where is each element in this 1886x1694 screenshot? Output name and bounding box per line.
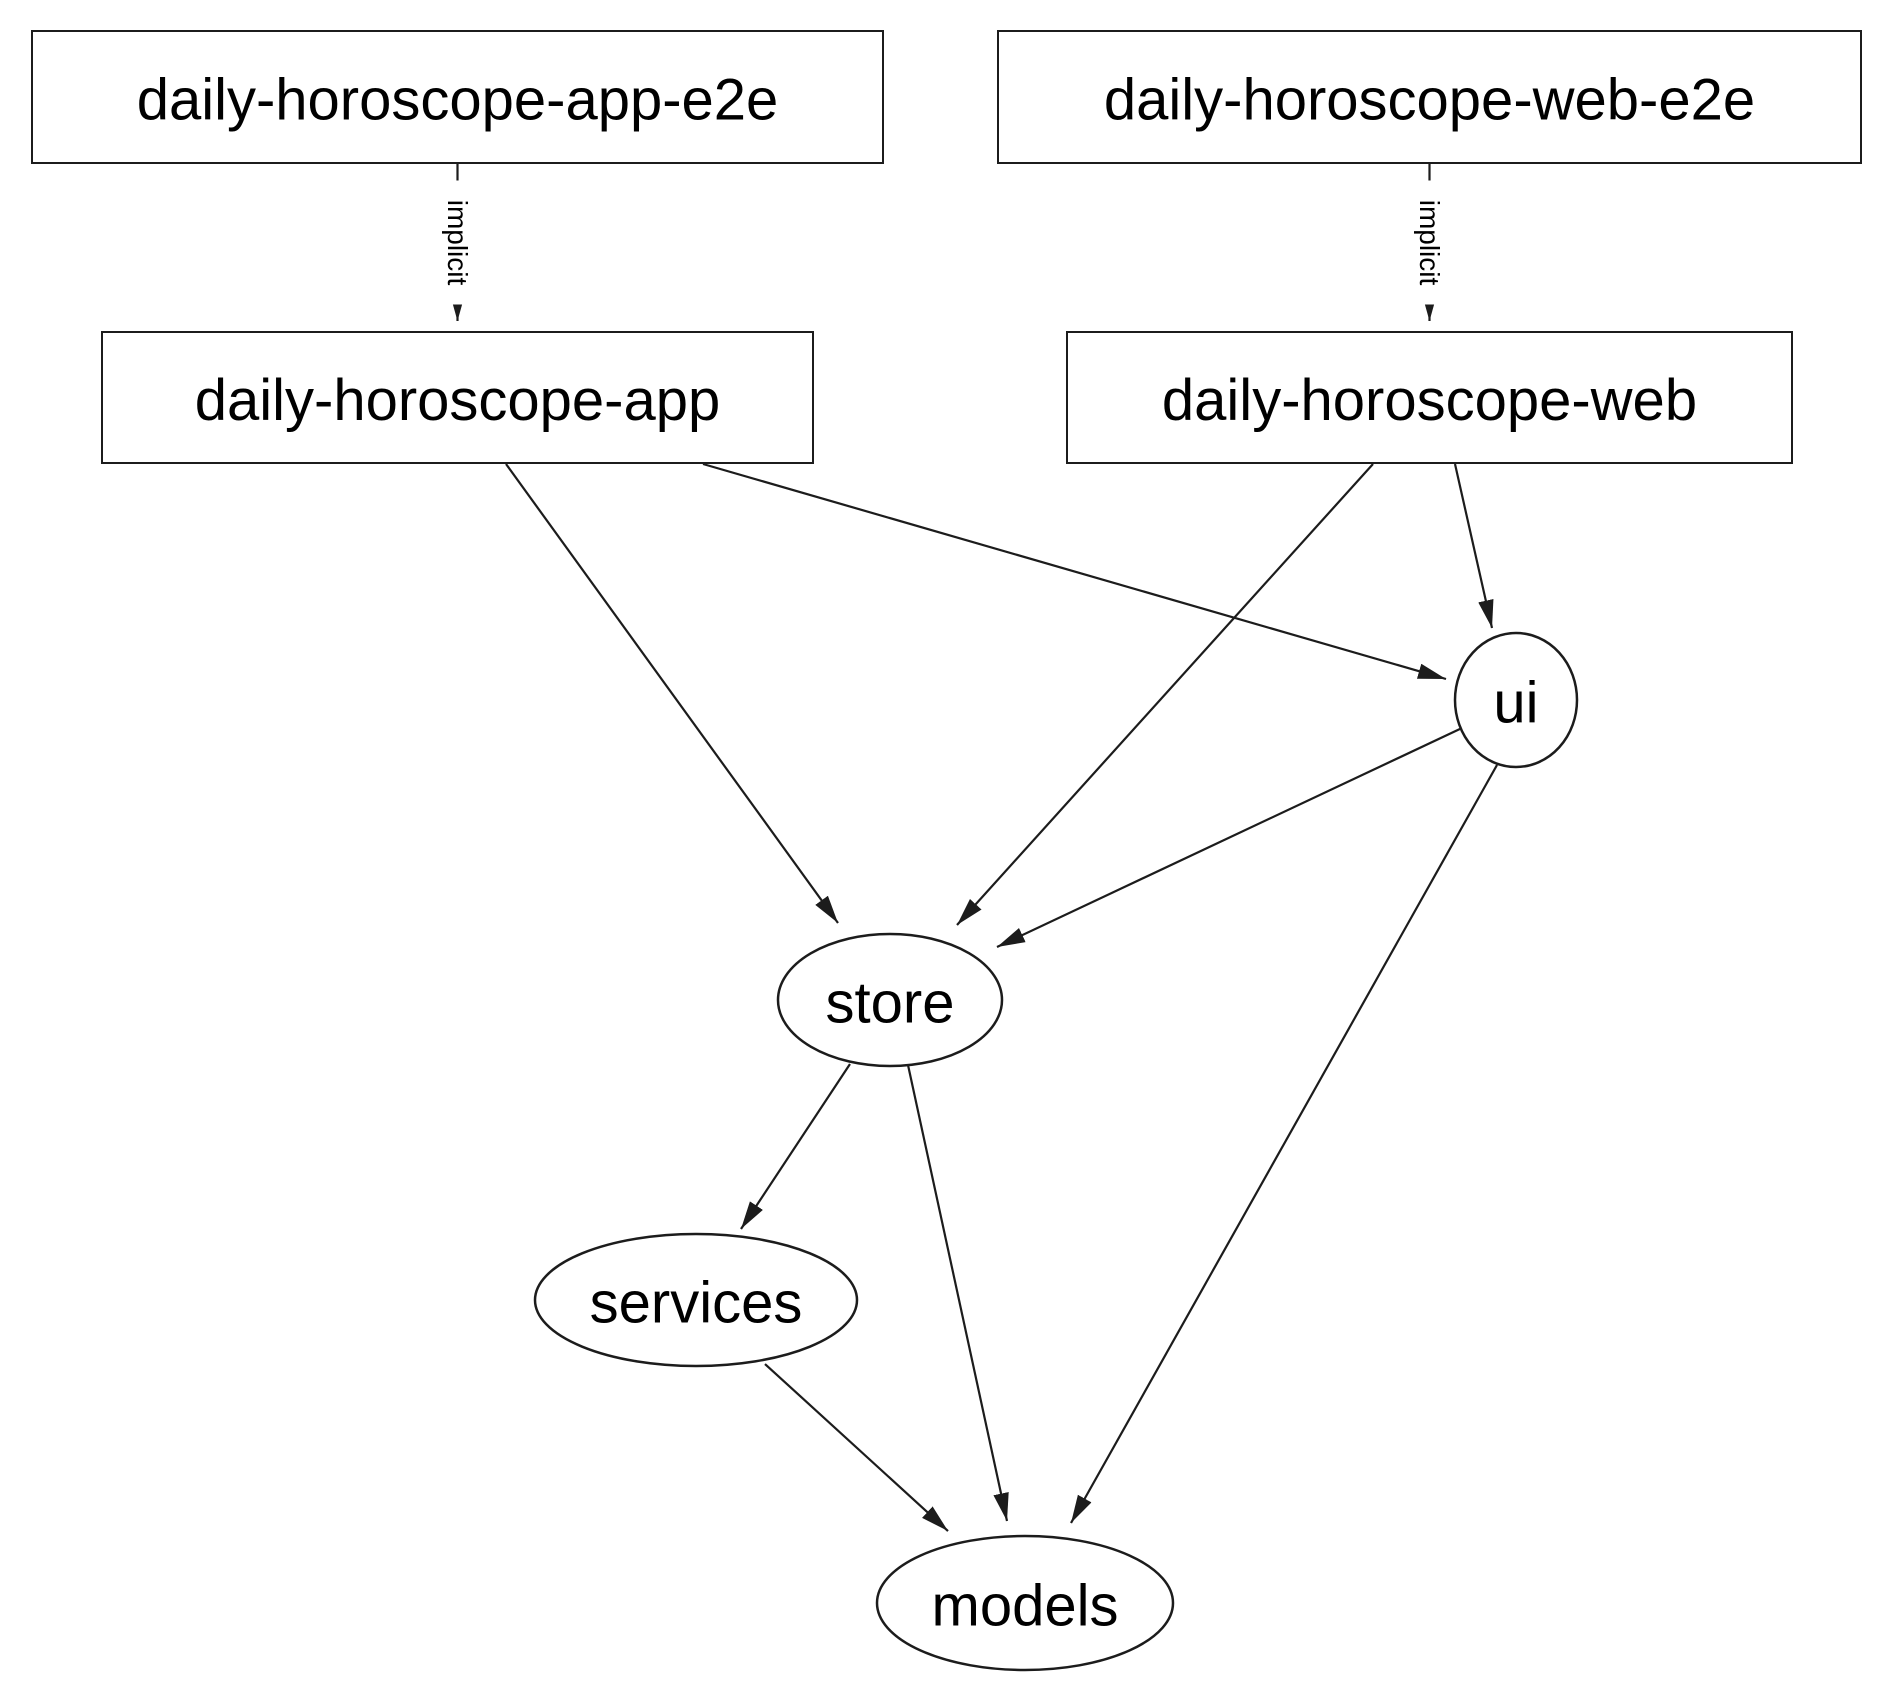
edge-label-backing <box>440 180 475 305</box>
edge-store-to-models <box>906 1064 1009 1522</box>
edge-daily-horoscope-app-to-store <box>505 463 839 924</box>
node-label-daily-horoscope-web: daily-horoscope-web <box>1162 368 1697 433</box>
edge-services-to-models <box>764 1363 949 1532</box>
node-label-daily-horoscope-app-e2e: daily-horoscope-app-e2e <box>137 68 779 133</box>
edge-ui-to-store <box>996 727 1463 948</box>
edge-daily-horoscope-app-to-ui <box>702 462 1447 681</box>
node-ui <box>1453 631 1579 769</box>
node-label-services: services <box>590 1271 803 1336</box>
edge-daily-horoscope-web-to-ui <box>1453 463 1494 629</box>
node-label-ui: ui <box>1493 671 1538 736</box>
node-label-daily-horoscope-app: daily-horoscope-app <box>195 368 721 433</box>
edge-label-implicit: implicit <box>1414 200 1445 286</box>
edge-label-implicit: implicit <box>442 200 473 286</box>
node-label-daily-horoscope-web-e2e: daily-horoscope-web-e2e <box>1104 68 1755 133</box>
node-store <box>776 932 1004 1068</box>
node-label-store: store <box>826 971 955 1036</box>
edge-label-backing <box>1412 180 1447 305</box>
node-daily-horoscope-web-e2e <box>997 30 1862 164</box>
edge-daily-horoscope-web-to-store <box>956 463 1374 926</box>
node-label-models: models <box>932 1574 1119 1639</box>
edge-ui-to-models <box>1070 764 1498 1524</box>
node-daily-horoscope-web <box>1066 331 1793 464</box>
node-services <box>533 1232 859 1368</box>
node-models <box>875 1534 1175 1672</box>
edge-store-to-services <box>740 1063 851 1230</box>
node-daily-horoscope-app-e2e <box>31 30 884 164</box>
node-daily-horoscope-app <box>101 331 814 464</box>
